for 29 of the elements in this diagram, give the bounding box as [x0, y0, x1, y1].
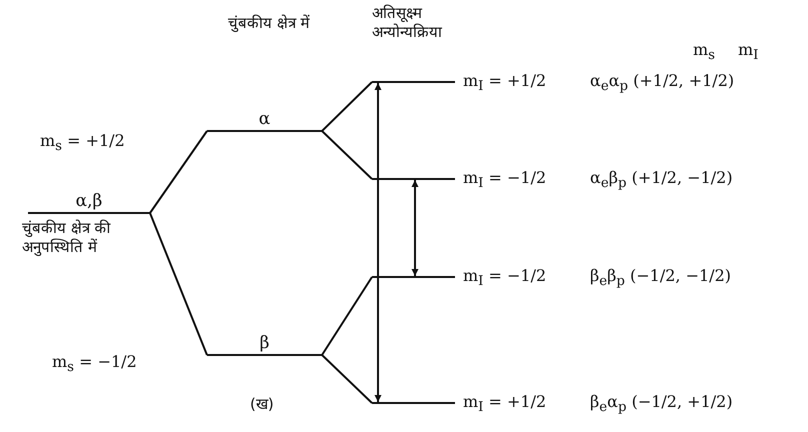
quantum-number-label: m$_{I}$ = +1/2 [463, 392, 546, 418]
energy-level [207, 332, 322, 356]
spin-state-label: α$_{e}$α$_{p}$ (+1/2, +1/2) [590, 71, 734, 96]
level-label: α,β [74, 191, 104, 211]
quantum-number-label: m$_{I}$ = +1/2 [463, 71, 546, 96]
level-label: α [258, 109, 272, 129]
quantum-number-label: m$_{s}$ [693, 40, 716, 66]
splitting-line [321, 130, 373, 180]
level-caption: चुंबकीय क्षेत्र की अनुपस्थिति में [22, 219, 112, 257]
splitting-line [149, 212, 208, 356]
quantum-number-label: m$_{I}$ = −1/2 [463, 266, 546, 292]
quantum-number-label: m$_{I}$ = −1/2 [463, 168, 546, 194]
quantum-number-label: m$_{s}$ = +1/2 [40, 131, 125, 156]
splitting-line [149, 130, 208, 214]
splitting-line [321, 354, 373, 404]
transition-arrow [412, 180, 418, 276]
heading-text: अतिसूक्ष्म अन्योन्यक्रिया [372, 4, 444, 42]
spin-state-label: β$_{e}$β$_{p}$ (−1/2, −1/2) [590, 266, 731, 292]
spin-state-label: β$_{e}$α$_{p}$ (−1/2, +1/2) [590, 392, 733, 418]
quantum-number-label: m$_{I}$ [738, 40, 758, 66]
level-label: β [258, 333, 270, 353]
spin-state-label: α$_{e}$β$_{p}$ (+1/2, −1/2) [590, 168, 733, 194]
transition-arrow [374, 83, 382, 402]
heading-text: चुंबकीय क्षेत्र में [228, 14, 310, 33]
splitting-line [321, 81, 373, 132]
splitting-line [321, 276, 373, 356]
energy-level [28, 190, 150, 214]
quantum-number-label: m$_{s}$ = −1/2 [52, 352, 137, 378]
heading-text: (ख) [250, 395, 274, 414]
